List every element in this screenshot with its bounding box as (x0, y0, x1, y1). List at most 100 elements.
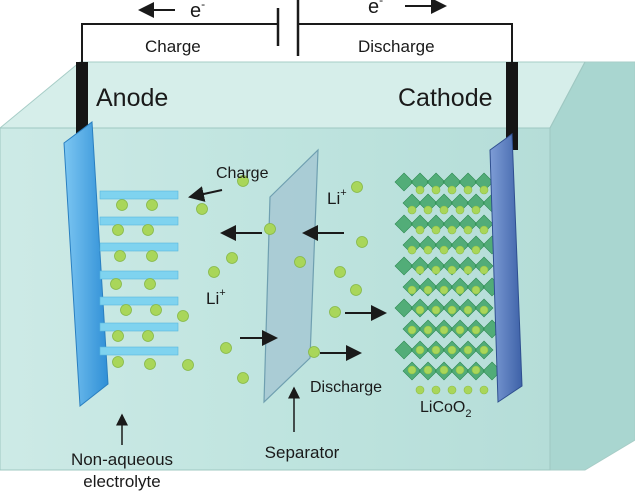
cathode-li-ion (455, 285, 465, 295)
cathode-li-ion (407, 325, 417, 335)
charge-arrow-1 (188, 186, 223, 202)
charge-label: Charge (216, 165, 269, 182)
cathode-li-ion (463, 265, 473, 275)
lithium-ions (110, 175, 368, 384)
cathode-li-ion (439, 245, 449, 255)
cathode-plate (489, 133, 523, 403)
cathode-li-ion (407, 285, 417, 295)
cathode-li-ion (447, 185, 457, 195)
cathode-li-ion (471, 365, 481, 375)
li-ion (112, 224, 124, 236)
cathode-li-ion (439, 285, 449, 295)
cathode-li-ion (415, 305, 425, 315)
graphite-layer (99, 270, 179, 280)
cathode-li-ion (423, 245, 433, 255)
li-ion (329, 306, 341, 318)
cathode-label: Cathode (398, 84, 493, 112)
electron-label-left: e- (190, 0, 205, 22)
cathode-li-ion (439, 325, 449, 335)
cathode-li-ion (463, 305, 473, 315)
electrolyte-label-line2: electrolyte (83, 472, 160, 491)
ion-flow-arrows (188, 186, 387, 361)
graphite-layer (99, 216, 179, 226)
lattice-octahedron (394, 256, 414, 276)
anode-plate (63, 121, 109, 407)
circuit-discharge-label: Discharge (358, 37, 435, 56)
li-ion (308, 346, 320, 358)
cathode-li-ion (431, 265, 441, 275)
cathode-li-ion (471, 285, 481, 295)
li-ion (146, 250, 158, 262)
cathode-li-ion (407, 245, 417, 255)
cathode-li-ion (479, 385, 489, 395)
li-ion (351, 181, 363, 193)
cathode-li-ion (447, 385, 457, 395)
cathode-li-ion (463, 225, 473, 235)
li-ion (114, 250, 126, 262)
cathode-li-ion (463, 345, 473, 355)
cathode-li-ion (471, 245, 481, 255)
li-ion (142, 330, 154, 342)
li-ion-label-right: Li+ (327, 187, 347, 208)
anode-lead (76, 62, 88, 146)
li-ion (116, 199, 128, 211)
graphite-layer (99, 296, 179, 306)
cathode-li-ion (479, 225, 489, 235)
cathode-li-ion (415, 345, 425, 355)
li-ion-label-left: Li+ (206, 287, 226, 308)
cathode-li-ion (407, 205, 417, 215)
cathode-li-ion (423, 325, 433, 335)
container-side-face (549, 61, 635, 471)
cathode-li-ion (479, 345, 489, 355)
cathode-li-ion (471, 205, 481, 215)
li-ion (120, 304, 132, 316)
graphite-layer (99, 242, 179, 252)
li-ion (146, 199, 158, 211)
cathode-li-ion (447, 265, 457, 275)
cathode-li-ion (439, 365, 449, 375)
cathode-li-ion (479, 305, 489, 315)
anode-label: Anode (96, 84, 168, 112)
lattice-octahedron (394, 172, 414, 192)
cathode-li-ion (431, 305, 441, 315)
li-ion (150, 304, 162, 316)
li-ion (196, 203, 208, 215)
li-ion (144, 358, 156, 370)
graphite-layer (99, 190, 179, 200)
lattice-octahedron (394, 214, 414, 234)
li-ion (220, 342, 232, 354)
graphite-layer (99, 346, 179, 356)
cathode-li-ion (463, 185, 473, 195)
li-ion (237, 372, 249, 384)
cathode-li-ion (447, 345, 457, 355)
cathode-li-ion (479, 185, 489, 195)
cathode-li-ion (431, 225, 441, 235)
li-ion (264, 223, 276, 235)
circuit-charge-label: Charge (145, 37, 201, 56)
li-ion (237, 175, 249, 187)
li-ion (334, 266, 346, 278)
li-ion (226, 252, 238, 264)
cathode-li-ion (407, 365, 417, 375)
cathode-li-ion (447, 305, 457, 315)
external-circuit: e- e- Charge Discharge (81, 0, 513, 84)
cathode-li-ion (415, 225, 425, 235)
discharge-label: Discharge (310, 379, 382, 396)
li-ion (182, 359, 194, 371)
cathode-li-ion (463, 385, 473, 395)
cathode-li-ion (471, 325, 481, 335)
lattice-octahedron (394, 298, 414, 318)
li-ion (112, 330, 124, 342)
cathode-li-ion (447, 225, 457, 235)
cathode-li-ion (423, 205, 433, 215)
cathode-li-ion (415, 185, 425, 195)
cathode-li-ion (423, 365, 433, 375)
cathode-li-ion (431, 385, 441, 395)
cathode-li-ion (431, 185, 441, 195)
cathode-material-label: LiCoO2 (420, 399, 471, 420)
separator-label: Separator (265, 443, 340, 462)
li-ion (112, 356, 124, 368)
cathode-li-ion (431, 345, 441, 355)
lattice-octahedron (394, 340, 414, 360)
